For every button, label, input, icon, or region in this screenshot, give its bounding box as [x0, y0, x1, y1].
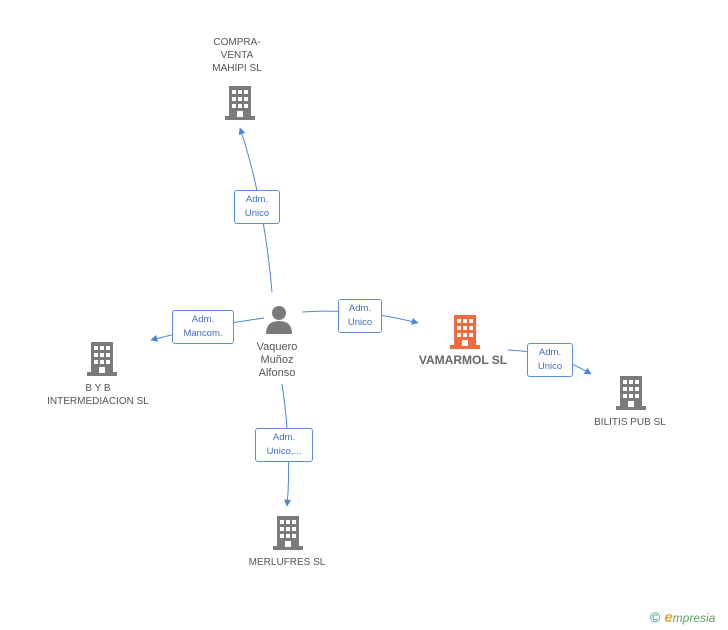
node-label-person: Vaquero Muñoz Alfonso	[256, 341, 298, 379]
edge-badge-bilitis[interactable]: Adm. Unico	[527, 343, 573, 377]
building-icon[interactable]	[86, 342, 118, 376]
edge-badge-byb[interactable]: Adm. Mancom.	[172, 310, 234, 344]
node-label-merlufres: MERLUFRES SL	[248, 557, 326, 568]
building-icon[interactable]	[449, 315, 481, 349]
edge-badge-compraventa[interactable]: Adm. Unico	[234, 190, 280, 224]
node-label-byb: B Y B INTERMEDIACION SL	[47, 383, 149, 407]
building-icon[interactable]	[272, 516, 304, 550]
node-label-compraventa: COMPRA- VENTA MAHIPI SL	[212, 37, 262, 74]
building-icon[interactable]	[615, 376, 647, 410]
person-icon[interactable]	[264, 304, 294, 334]
node-label-bilitis: BILITIS PUB SL	[594, 417, 666, 428]
copyright-icon: ©	[650, 609, 661, 625]
brand-name: mpresia	[672, 611, 716, 625]
edge-badge-merlufres[interactable]: Adm. Unico,...	[255, 428, 313, 462]
building-icon[interactable]	[224, 86, 256, 120]
node-label-vamarmol: VAMARMOL SL	[418, 353, 508, 367]
brand-e: e	[664, 609, 673, 626]
edge-badge-vamarmol[interactable]: Adm. Unico	[338, 299, 382, 333]
brand-logo: ©empresia	[650, 609, 715, 626]
